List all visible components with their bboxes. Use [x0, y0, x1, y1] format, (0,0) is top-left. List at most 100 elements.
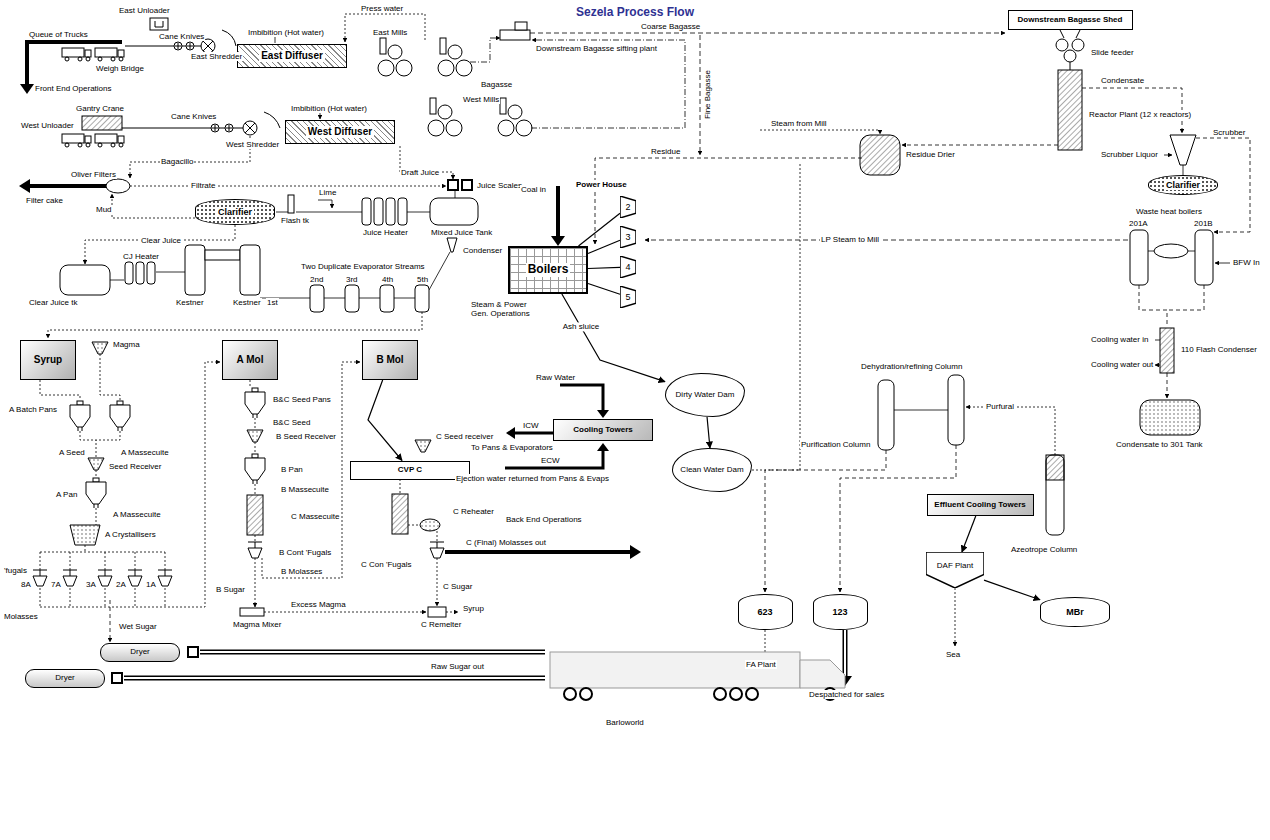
node-text: DAF Plant: [937, 561, 973, 570]
flow-label: Clear Juice: [140, 236, 182, 245]
node-text: Effluent Cooling Towers: [934, 500, 1025, 509]
flow-connector: [707, 417, 710, 448]
flow-label: Juice Scales: [476, 181, 523, 190]
flow-label: A Pan: [55, 490, 78, 499]
flow-connector: [588, 284, 620, 295]
flow-label: Mud: [95, 205, 113, 214]
flow-label: Syrup: [462, 604, 485, 613]
flow-label: Cane Knives: [158, 32, 205, 41]
tank-cylinder: 123: [813, 594, 868, 630]
flow-connector: [588, 267, 620, 268]
flow-label: B&C Seed: [272, 418, 311, 427]
node-text: West Diffuser: [306, 126, 374, 138]
flow-label: Azeotrope Column: [1010, 545, 1078, 554]
flow-label: Cooling water in: [1090, 335, 1149, 344]
flow-label: Slide feeder: [1090, 48, 1135, 57]
turbine-symbol: 5: [620, 286, 636, 308]
flow-label: LP Steam to Mill: [820, 235, 880, 244]
flow-label: Steam from Mill: [770, 119, 828, 128]
flow-label: Wet Sugar: [118, 622, 158, 631]
plant-shape: DAF Plant: [926, 552, 984, 588]
flow-label: Gantry Crane: [75, 104, 125, 113]
node-text: 4: [625, 262, 630, 272]
flow-label: Purfural: [985, 402, 1015, 411]
flow-label: Imbibition (Hot water): [247, 28, 325, 37]
flow-label: Power House: [575, 180, 628, 189]
flow-connector: [578, 213, 620, 246]
flow-label: Excess Magma: [290, 600, 347, 609]
flow-label: B Molasses: [280, 567, 323, 576]
flow-label: 201A: [1128, 219, 1149, 228]
flow-label: C Massecuite: [290, 512, 340, 521]
flow-label: Purification Column: [800, 440, 871, 449]
flow-label: West Unloader: [20, 121, 75, 130]
flow-label: Barloworld: [605, 718, 645, 727]
flow-label: BFW In: [1232, 258, 1261, 267]
flow-label: Ejection water returned from Pans & Evap…: [455, 474, 610, 483]
equipment-vessels: [33, 30, 1213, 683]
flow-label: Reactor Plant (12 x reactors): [1088, 110, 1192, 119]
node-text: Dryer: [130, 647, 150, 656]
flow-label: CJ Heater: [122, 252, 160, 261]
flow-label: 8A: [20, 580, 32, 589]
flow-label: B Seed Receiver: [275, 432, 337, 441]
flow-label: Seed Receiver: [108, 462, 162, 471]
process-flow-lines: [40, 14, 1250, 656]
tank-cylinder: MBr: [1040, 597, 1110, 627]
flow-label: Flash tk: [280, 216, 310, 225]
flow-label: Clear Juice tk: [28, 298, 78, 307]
flow-label: Bagasse: [480, 80, 513, 89]
flow-label: Filter cake: [25, 196, 64, 205]
flow-label: Kestner: [232, 298, 262, 307]
flow-connector: [562, 294, 665, 382]
vessel-box: B Mol: [362, 340, 418, 380]
flow-label: Raw Water: [535, 373, 576, 382]
flow-label: Condenser: [462, 246, 503, 255]
node-text: MBr: [1066, 607, 1084, 617]
flow-connector: [962, 516, 976, 552]
flow-label: Draft Juice: [400, 168, 440, 177]
flow-label: Sea: [945, 650, 961, 659]
node-text: Dryer: [55, 673, 75, 682]
node-text: 3: [625, 232, 630, 242]
tank-cylinder: 623: [738, 594, 793, 630]
flow-label: Press water: [360, 4, 404, 13]
flow-label: Condensate to 301 Tank: [1115, 440, 1204, 449]
flow-label: Juice Heater: [362, 228, 409, 237]
clarifier-tank: Clarifier: [195, 199, 275, 225]
node-text: 123: [832, 607, 847, 617]
node-text: Downstream Bagasse Shed: [1018, 15, 1123, 24]
node-text: B Mol: [376, 354, 403, 366]
dryer-drum: Dryer: [100, 643, 180, 662]
flow-label: C Con 'Fugals: [360, 560, 412, 569]
turbine-symbol: 3: [620, 226, 636, 248]
flow-label: Lime: [318, 188, 337, 197]
flow-label: Molasses: [3, 612, 39, 621]
flow-label: 201B: [1193, 219, 1214, 228]
diffuser-box: West Diffuser: [285, 120, 395, 144]
node-text: 623: [757, 607, 772, 617]
turbine-symbol: 4: [620, 256, 636, 278]
pan-box: CVP C: [350, 461, 470, 480]
flow-label: B Sugar: [215, 585, 246, 594]
flow-connector: [984, 580, 1040, 600]
flow-label: 4th: [381, 275, 394, 284]
flow-label: Condensate: [1100, 76, 1145, 85]
flow-label: Despatched for sales: [808, 690, 885, 699]
tower-box: Effluent Cooling Towers: [927, 494, 1034, 516]
flow-label: Filtrate: [190, 181, 216, 190]
node-text: Clean Water Dam: [680, 465, 743, 474]
flow-label: Residue: [650, 147, 681, 156]
flow-connector: [368, 380, 402, 461]
flow-label: C Sugar: [442, 582, 473, 591]
flow-label: Kestner: [175, 298, 205, 307]
flow-label: Cooling water out: [1090, 360, 1154, 369]
flow-label: A Batch Pans: [8, 405, 58, 414]
flow-label: B Pan: [280, 465, 304, 474]
flow-label: Front End Operations: [34, 84, 112, 93]
flow-label: Back End Operations: [505, 515, 583, 524]
flow-label: FA Plant: [745, 660, 777, 669]
node-text: CVP C: [398, 465, 422, 474]
dryer-drum: Dryer: [25, 669, 105, 688]
